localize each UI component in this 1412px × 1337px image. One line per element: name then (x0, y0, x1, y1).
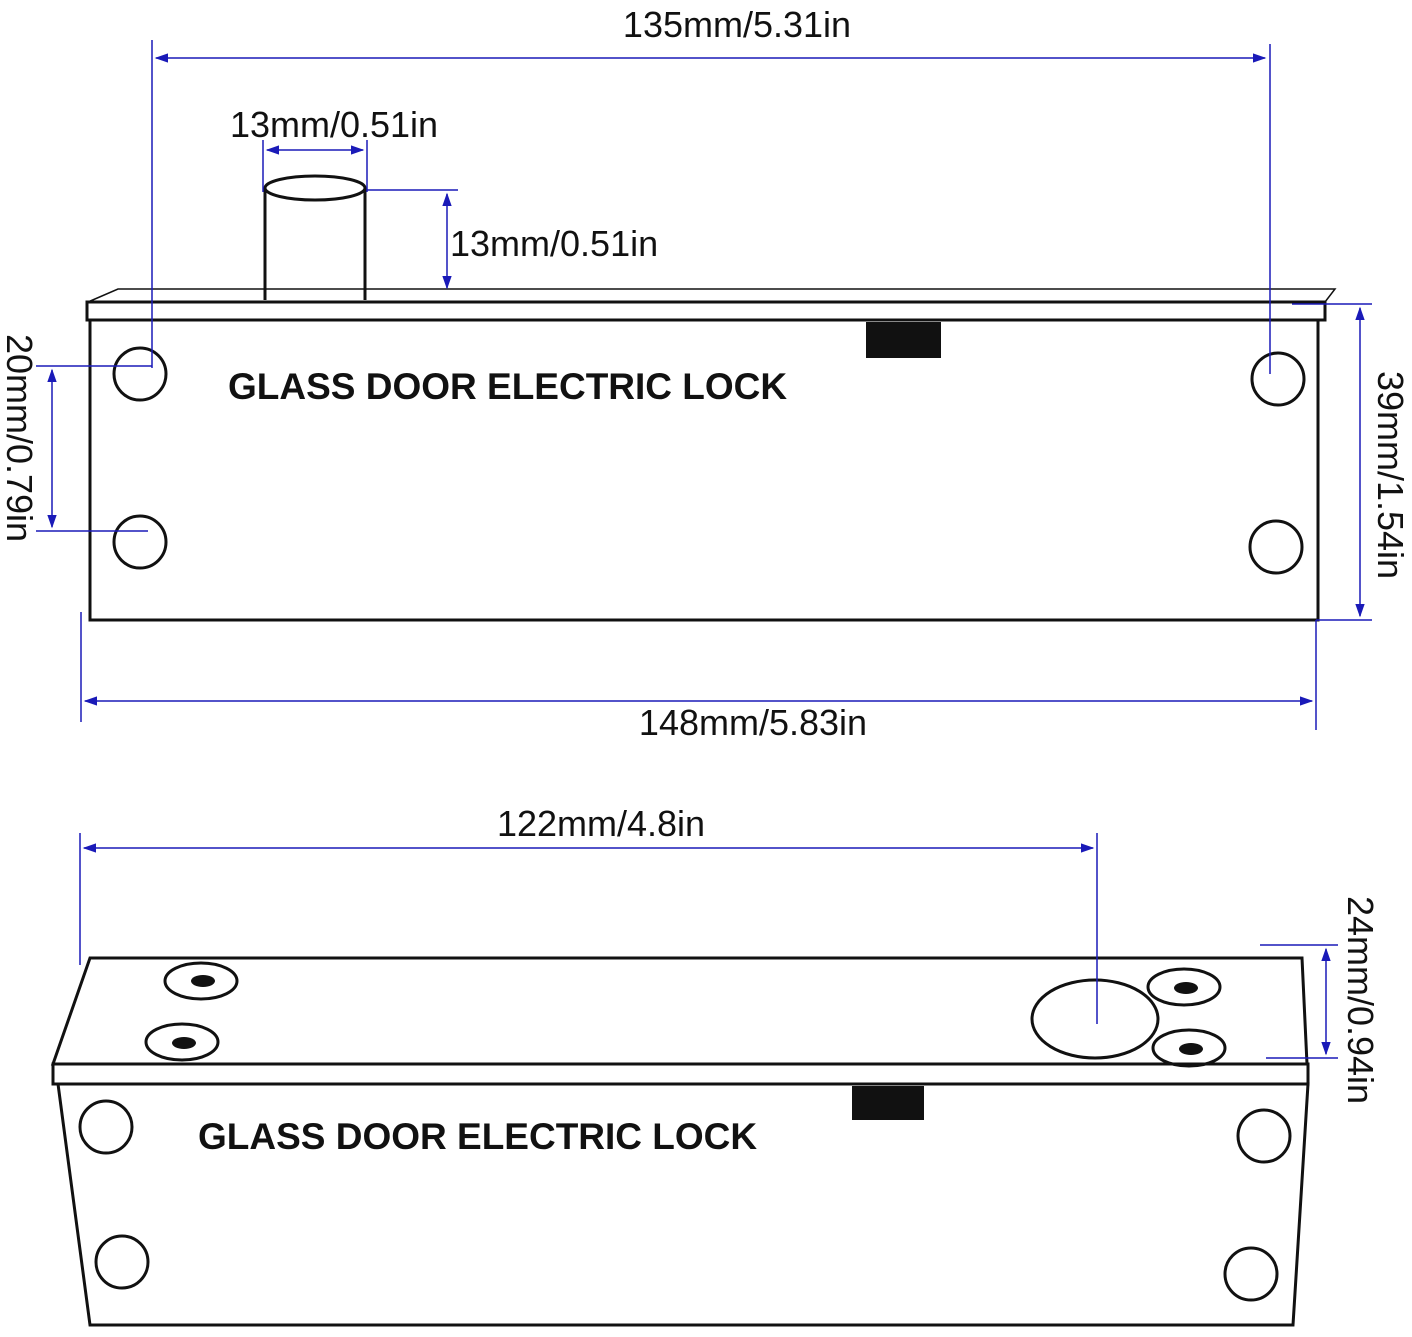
dimension-body-height: 39mm/1.54in (1292, 303, 1411, 621)
dimension-bolt-width: 13mm/0.51in (230, 104, 438, 192)
lock-bolt (263, 174, 367, 300)
edge-strip (51, 1062, 1310, 1086)
latch-block (866, 322, 941, 358)
top-face (50, 956, 1309, 1066)
screw-hole (163, 961, 239, 1001)
dimension-hole-spacing: 135mm/5.31in (151, 4, 1271, 374)
mount-hole (1236, 1108, 1292, 1164)
dim-label-body-length: 148mm/5.83in (639, 702, 867, 743)
dimension-hole-vertical: 20mm/0.79in (0, 334, 152, 542)
mount-hole (78, 1099, 134, 1155)
dim-label-bolt-width: 13mm/0.51in (230, 104, 438, 145)
bolt-hole (1030, 978, 1160, 1060)
mount-hole (94, 1234, 150, 1290)
top-view: GLASS DOOR ELECTRIC LOCK 135mm/5.31in 13… (0, 4, 1411, 743)
dimension-depth: 24mm/0.94in (1260, 896, 1381, 1104)
dim-label-hole-vertical: 20mm/0.79in (0, 334, 40, 542)
top-plate (85, 288, 1337, 322)
mount-hole (1248, 519, 1304, 575)
mount-hole (112, 346, 168, 402)
mount-hole (112, 514, 168, 570)
dimension-body-length: 148mm/5.83in (80, 612, 1317, 743)
lock-label: GLASS DOOR ELECTRIC LOCK (198, 1116, 757, 1157)
screw-hole (1146, 967, 1222, 1007)
dim-label-bolt-offset: 122mm/4.8in (497, 803, 705, 844)
mount-hole (1223, 1246, 1279, 1302)
mount-hole (1250, 351, 1306, 407)
dim-label-depth: 24mm/0.94in (1340, 896, 1381, 1104)
lock-body (88, 318, 1320, 622)
dim-label-hole-spacing: 135mm/5.31in (623, 4, 851, 45)
dim-label-body-height: 39mm/1.54in (1370, 371, 1411, 579)
dimension-bolt-height: 13mm/0.51in (367, 189, 658, 290)
screw-hole (1151, 1028, 1227, 1068)
lock-label: GLASS DOOR ELECTRIC LOCK (228, 366, 787, 407)
front-face (56, 1082, 1310, 1327)
bottom-view: GLASS DOOR ELECTRIC LOCK 122mm/4.8in 24m… (50, 803, 1381, 1327)
screw-hole (144, 1022, 220, 1062)
dimension-bolt-offset: 122mm/4.8in (79, 803, 1098, 1024)
dim-label-bolt-height: 13mm/0.51in (450, 223, 658, 264)
latch-block (852, 1086, 924, 1120)
